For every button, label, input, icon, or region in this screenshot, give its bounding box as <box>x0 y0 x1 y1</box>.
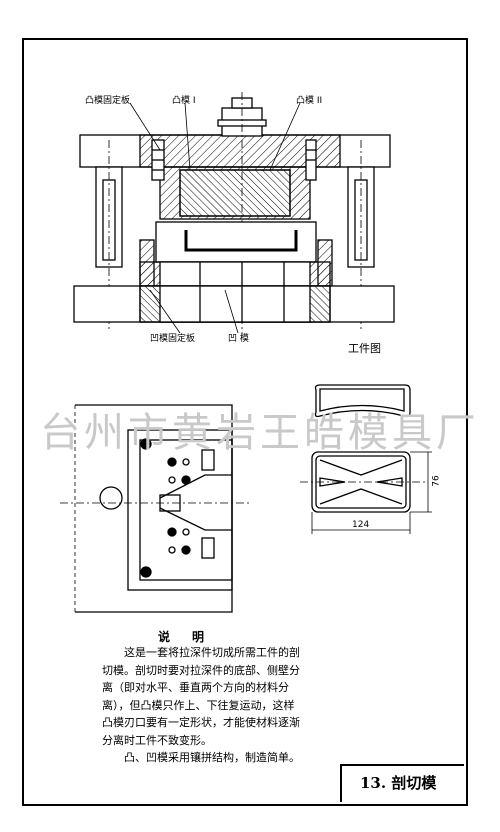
label-workpiece: 工件图 <box>348 342 381 355</box>
watermark: 台州市黄岩王皓模具厂 <box>40 410 480 456</box>
caption-box <box>340 764 464 802</box>
dimension-width: 124 <box>352 520 370 530</box>
figure-caption: 13. 剖切模 <box>360 774 437 792</box>
description-paragraph-2: 凸、凹模采用镶拼结构，制造简单。 <box>124 751 300 764</box>
dimension-height: 76 <box>431 475 442 487</box>
label-punch-fixing-plate: 凸模固定板 <box>85 96 131 106</box>
description-paragraph-1: 这是一套将拉深件切成所需工件的剖切模。剖切时要对拉深件的底部、侧壁分离（即对水平… <box>102 646 300 747</box>
label-punch-2: 凸模 II <box>296 96 323 106</box>
workpiece-view <box>300 384 432 534</box>
label-die-fixing-plate: 凹模固定板 <box>150 334 196 344</box>
label-punch-1: 凸模 I <box>172 96 196 106</box>
section-view <box>73 92 395 335</box>
description: 这是一套将拉深件切成所需工件的剖切模。剖切时要对拉深件的底部、侧壁分离（即对水平… <box>102 636 302 767</box>
description-title: 说明 <box>158 630 227 644</box>
plan-view <box>60 404 250 613</box>
label-die: 凹 模 <box>228 334 249 344</box>
